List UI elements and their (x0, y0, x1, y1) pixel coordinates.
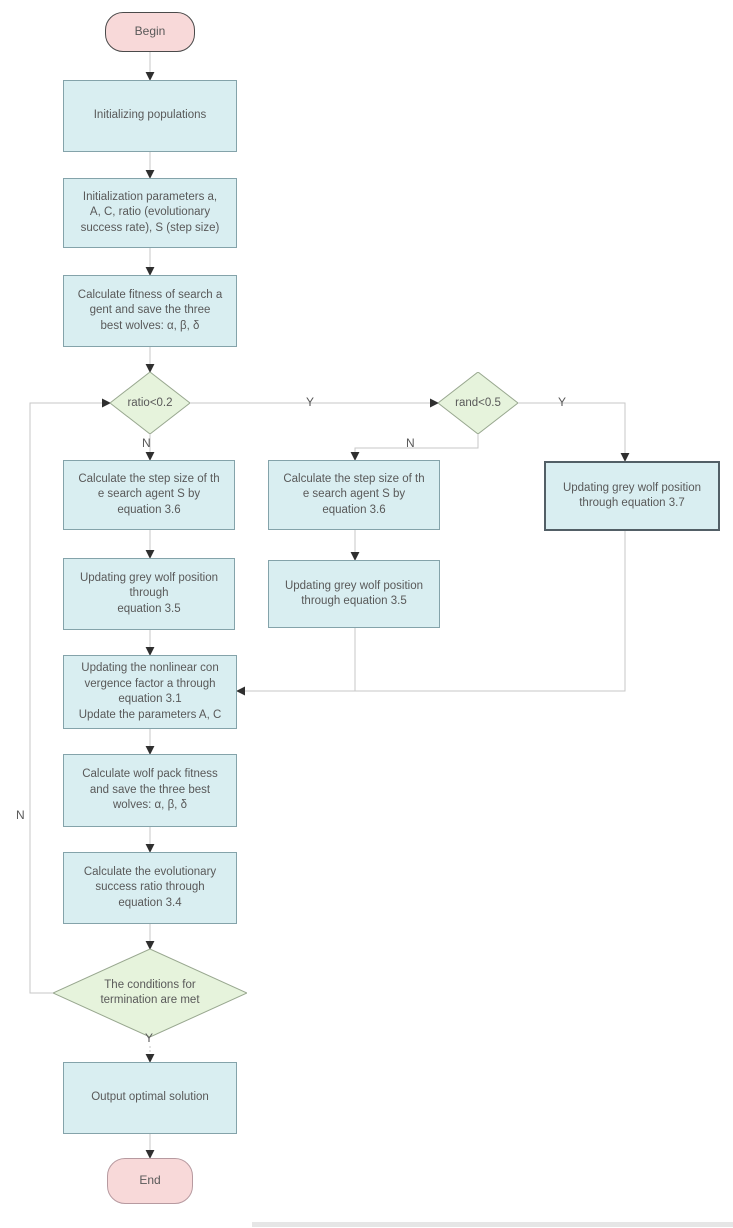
node-begin: Begin (105, 12, 195, 52)
node-update-convergence-factor: Updating the nonlinear con vergence fact… (63, 655, 237, 729)
edge-termination-no-loop (29, 398, 111, 994)
node-termination-decision: The conditions for termination are met (53, 949, 247, 1037)
edge-label-ratio-yes: Y (306, 395, 315, 409)
rand-decision-label: rand<0.5 (455, 396, 501, 409)
edge-rand-no-to-stepmid (350, 434, 479, 461)
edge-label-termination-yes: Y (145, 1031, 154, 1045)
node-calculate-fitness: Calculate fitness of search a gent and s… (63, 275, 237, 347)
diamond-shape (53, 949, 247, 1037)
ratio-decision-label: ratio<0.2 (127, 396, 173, 409)
node-initialization-parameters: Initialization parameters a, A, C, ratio… (63, 178, 237, 248)
node-end: End (107, 1158, 193, 1204)
edge-label-rand-yes: Y (558, 395, 567, 409)
node-calculate-evolutionary-ratio: Calculate the evolutionary success ratio… (63, 852, 237, 924)
node-update-position-35-left: Updating grey wolf position through equa… (63, 558, 235, 630)
edge-label-termination-no: N (16, 808, 25, 822)
edge-label-rand-no: N (406, 436, 415, 450)
node-step-size-mid: Calculate the step size of th e search a… (268, 460, 440, 530)
node-ratio-decision: ratio<0.2 (110, 372, 190, 434)
node-step-size-left: Calculate the step size of th e search a… (63, 460, 235, 530)
termination-decision-label: The conditions for termination are met (100, 979, 200, 1006)
node-update-position-35-mid: Updating grey wolf position through equa… (268, 560, 440, 628)
diamond-shape (110, 372, 190, 434)
node-output-solution: Output optimal solution (63, 1062, 237, 1134)
node-rand-decision: rand<0.5 (438, 372, 518, 434)
node-initializing-populations: Initializing populations (63, 80, 237, 152)
node-update-position-37: Updating grey wolf position through equa… (544, 461, 720, 531)
node-calculate-pack-fitness: Calculate wolf pack fitness and save the… (63, 754, 237, 827)
edge-label-ratio-no: N (142, 436, 151, 450)
horizontal-scrollbar[interactable] (252, 1222, 733, 1227)
edge-update37-to-factor (236, 531, 626, 696)
diamond-shape (438, 372, 518, 434)
edge-rand-yes-to-update37 (518, 402, 630, 462)
